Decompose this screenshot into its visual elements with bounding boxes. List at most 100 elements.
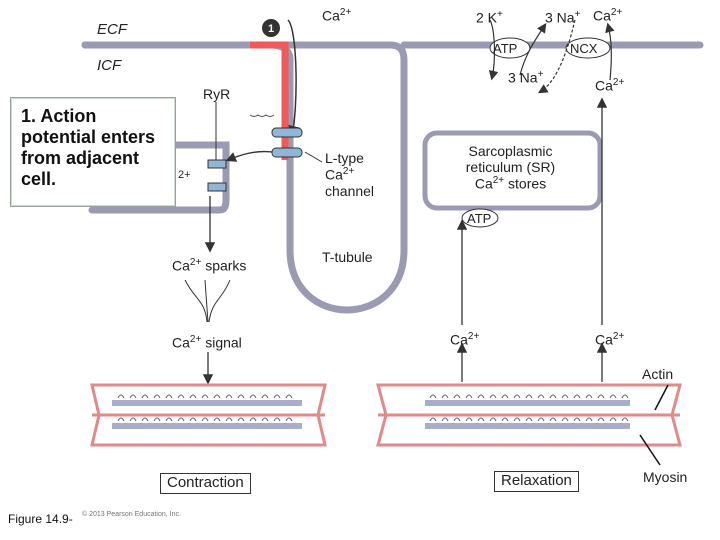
myosin-head	[213, 394, 221, 399]
myosin-head	[213, 417, 221, 422]
myosin-head	[549, 394, 557, 399]
myosin-head	[501, 394, 509, 399]
sparks-merge-lines	[184, 279, 231, 323]
myosin-head	[429, 394, 437, 399]
actin-label: Actin	[642, 366, 674, 382]
myosin-head	[453, 394, 461, 399]
myosin-head	[285, 394, 293, 399]
myosin-leader	[639, 434, 661, 466]
ca-top-right-label: Ca2+	[593, 7, 623, 24]
myosin-head	[249, 394, 257, 399]
myosin-head	[621, 417, 629, 422]
myosin-head	[465, 417, 473, 422]
relaxation-label: Relaxation	[494, 471, 579, 492]
myosin-head	[201, 394, 209, 399]
myosin-head	[465, 394, 473, 399]
ryr-to-ltype-arrow	[225, 150, 273, 162]
myosin-head	[585, 417, 593, 422]
myosin-head	[549, 417, 557, 422]
myosin-head	[453, 417, 461, 422]
myosin-head	[165, 417, 173, 422]
myosin-head	[441, 394, 449, 399]
ncx-exchanger	[565, 37, 611, 59]
myosin-head	[153, 394, 161, 399]
step-number: 1	[268, 23, 274, 35]
myosin-head	[165, 394, 173, 399]
myosin-head	[261, 417, 269, 422]
myosin-head	[117, 417, 125, 422]
relaxed-sarcomere	[376, 383, 682, 447]
myosin-head	[261, 394, 269, 399]
myosin-head	[153, 417, 161, 422]
ecf-label: ECF	[97, 21, 127, 38]
myosin-head	[129, 417, 137, 422]
myosin-head	[501, 417, 509, 422]
myosin-head	[573, 417, 581, 422]
ryr-label: RyR	[203, 86, 231, 102]
myosin-head	[609, 417, 617, 422]
ncx-label: NCX	[570, 41, 598, 56]
myosin-head	[597, 417, 605, 422]
k-in-arrow	[488, 19, 499, 81]
atp-sr-label: ATP	[467, 211, 492, 226]
copyright-notice: © 2013 Pearson Education, Inc.	[82, 511, 181, 518]
na-in-label: 3 Na+	[508, 69, 544, 86]
na-top-label: 3 Na+	[545, 9, 581, 26]
l-type-label: L-type Ca2+ channel	[325, 150, 375, 199]
myosin-head	[525, 417, 533, 422]
myosin-head	[477, 417, 485, 422]
myosin-head	[609, 394, 617, 399]
ryr-channel-lower	[207, 182, 227, 192]
ca-sparks-label: Ca2+ sparks	[172, 257, 247, 274]
l-type-channel-upper	[271, 127, 303, 138]
sr-label: Sarcoplasmic reticulum (SR) Ca2+ stores	[465, 143, 556, 192]
myosin-label: Myosin	[643, 469, 688, 485]
myosin-head	[513, 394, 521, 399]
icf-label: ICF	[97, 57, 122, 74]
myosin-head	[285, 417, 293, 422]
myosin-head	[561, 417, 569, 422]
myosin-head	[201, 417, 209, 422]
ca-ncx-in-label: Ca2+	[595, 77, 625, 94]
myosin-head	[513, 417, 521, 422]
myosin-head	[141, 417, 149, 422]
myosin-head	[621, 394, 629, 399]
atp-pump-label: ATP	[493, 41, 518, 56]
step-1-callout: 1. Action potential enters from adjacent…	[10, 97, 176, 207]
myosin-head	[177, 394, 185, 399]
myosin-head	[177, 417, 185, 422]
myosin-head	[249, 417, 257, 422]
myosin-head	[237, 394, 245, 399]
ca-top-label: Ca2+	[322, 7, 352, 24]
myosin-head	[585, 394, 593, 399]
myosin-head	[489, 417, 497, 422]
figure-caption: Figure 14.9-	[8, 512, 73, 526]
myosin-head	[237, 417, 245, 422]
ca-partial-label: 2+	[178, 169, 191, 181]
myosin-head	[537, 417, 545, 422]
myosin-head	[477, 394, 485, 399]
ca-left-bottom-label: Ca2+	[450, 331, 480, 348]
ca-signal-label: Ca2+ signal	[172, 334, 242, 351]
myosin-head	[525, 394, 533, 399]
na-out-arrow	[519, 23, 547, 76]
ca-ncx-arrow	[605, 22, 615, 81]
myosin-head	[225, 417, 233, 422]
atp-pump	[489, 37, 531, 59]
myosin-head	[141, 394, 149, 399]
myosin-head	[189, 417, 197, 422]
myosin-head	[273, 417, 281, 422]
contraction-label: Contraction	[160, 473, 251, 494]
ryr-wavy-link	[249, 114, 275, 117]
k-top-label: 2 K+	[476, 9, 503, 26]
sr-atp-pump	[461, 208, 499, 228]
myosin-head	[225, 394, 233, 399]
na-ncx-arrow	[537, 19, 576, 94]
myosin-head	[129, 394, 137, 399]
sarcoplasmic-reticulum	[422, 130, 603, 211]
myosin-head	[489, 394, 497, 399]
ca-right-bottom-label: Ca2+	[595, 331, 625, 348]
myosin-head	[573, 394, 581, 399]
depolarized-membrane-segment	[250, 41, 289, 160]
